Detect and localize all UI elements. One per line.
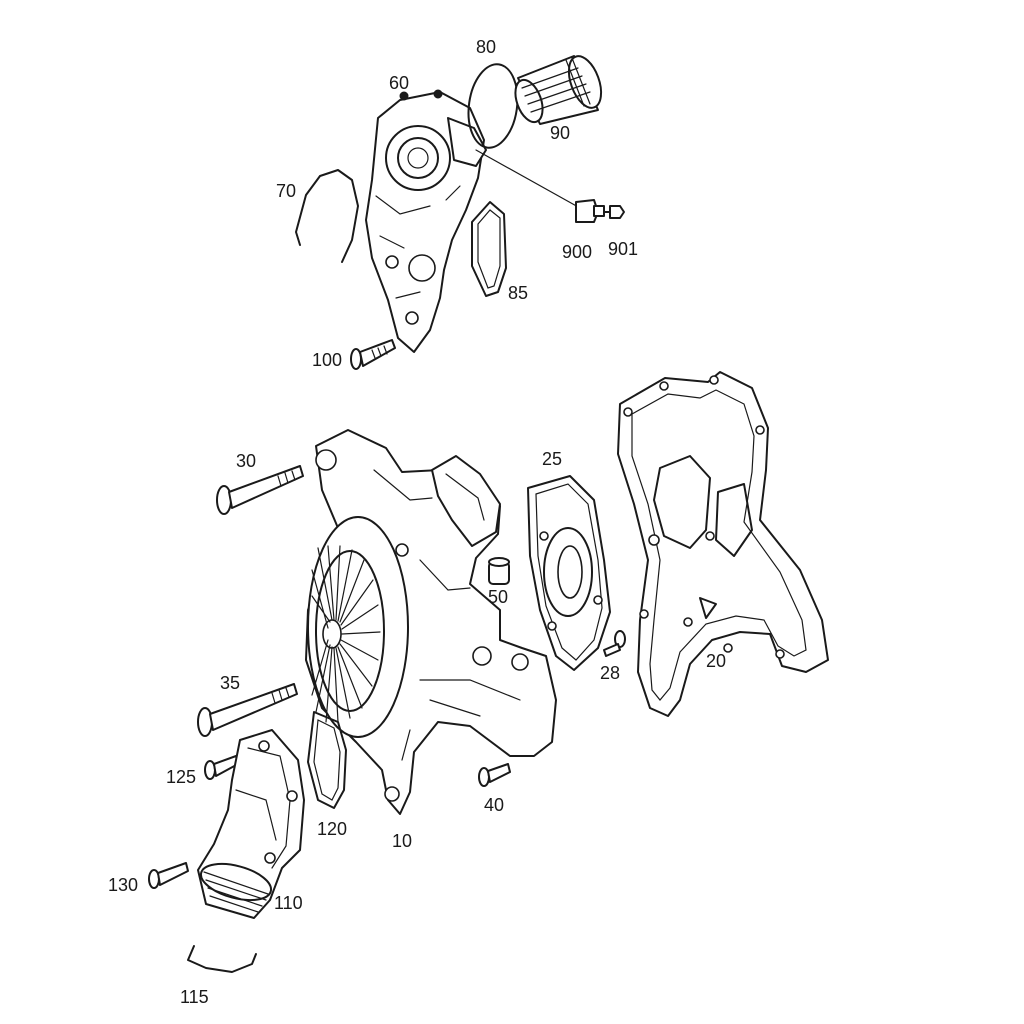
gasket-part-85 [471, 201, 507, 297]
part-label-20: 20 [706, 651, 727, 671]
part-label-901: 901 [608, 239, 639, 259]
part-label-28: 28 [600, 663, 621, 683]
pin-part-901 [603, 205, 625, 219]
part-label-900: 900 [562, 242, 593, 262]
bolt-part-40 [478, 763, 511, 787]
connection-pipe-part-110 [197, 729, 305, 919]
part-label-50: 50 [488, 587, 509, 607]
part-label-40: 40 [484, 795, 505, 815]
part-label-100: 100 [312, 350, 343, 370]
part-label-125: 125 [166, 767, 197, 787]
gasket-part-120 [307, 711, 347, 809]
bolt-part-28 [603, 630, 626, 657]
wire-clip-part-70 [295, 169, 359, 263]
bolt-part-30 [216, 465, 304, 515]
o-ring-part-80 [467, 63, 519, 149]
housing-gasket-part-20 [617, 371, 829, 717]
leader-line-900 [475, 149, 581, 209]
part-label-115: 115 [180, 987, 209, 1007]
sensor-part-900 [575, 199, 605, 223]
bolt-part-100 [350, 339, 396, 370]
thermostat-insert-part-90 [514, 55, 603, 125]
dowel-sleeve-part-50 [488, 557, 510, 585]
part-label-80: 80 [476, 37, 497, 57]
part-label-60: 60 [389, 73, 410, 93]
part-label-85: 85 [508, 283, 529, 303]
bolt-part-35 [197, 683, 298, 737]
bolt-part-130 [148, 862, 189, 889]
seal-gasket-part-25 [527, 475, 611, 671]
part-label-25: 25 [542, 449, 563, 469]
part-label-30: 30 [236, 451, 257, 471]
part-label-70: 70 [276, 181, 297, 201]
spring-clip-part-115 [187, 945, 257, 973]
part-label-110: 110 [274, 893, 303, 913]
part-label-10: 10 [392, 831, 413, 851]
water-pump-part-10 [305, 429, 557, 815]
part-label-120: 120 [317, 819, 348, 839]
part-label-35: 35 [220, 673, 241, 693]
part-label-130: 130 [108, 875, 139, 895]
part-label-90: 90 [550, 123, 571, 143]
thermostat-housing-part-60 [365, 89, 487, 353]
